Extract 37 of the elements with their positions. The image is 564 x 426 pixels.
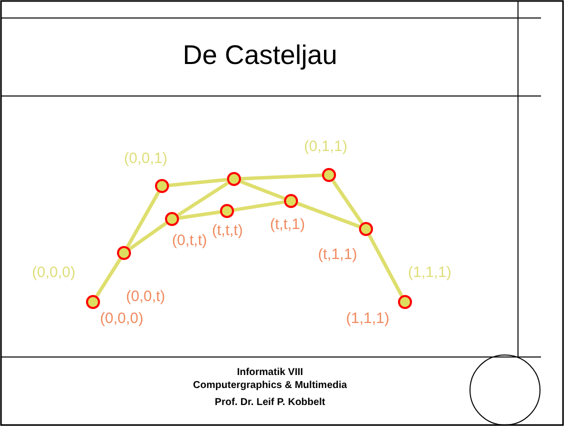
- control-point: [220, 204, 234, 218]
- control-point: [155, 179, 169, 193]
- control-point: [117, 246, 131, 260]
- point-label: (t,t,t): [212, 222, 243, 239]
- control-point: [165, 212, 179, 226]
- polygon-segment: [332, 180, 364, 224]
- control-point: [359, 222, 373, 236]
- footer-text: Prof. Dr. Leif P. Kobbelt: [214, 397, 326, 409]
- point-label: (t,t,1): [270, 216, 306, 233]
- control-point: [398, 295, 412, 309]
- polygon-segment: [178, 210, 220, 220]
- control-point: [322, 168, 336, 182]
- point-label: (1,1,1): [346, 310, 390, 327]
- polygon-segment: [95, 258, 122, 298]
- polygon-segment: [234, 200, 284, 212]
- point-label: (1,1,1): [408, 264, 452, 281]
- polygon-segment: [296, 202, 360, 228]
- footer-text: Computergraphics & Multimedia: [192, 380, 348, 392]
- control-point: [284, 194, 298, 208]
- polygon-segment: [128, 222, 168, 250]
- polygon-segment: [168, 178, 228, 188]
- footer-text: Informatik VIII: [236, 367, 304, 379]
- polygon-segment: [176, 181, 230, 217]
- polygon-segment: [368, 234, 404, 297]
- polygon-segment: [126, 191, 160, 248]
- slide-title: De Casteljau: [182, 40, 338, 71]
- point-label: (0,0,t): [126, 288, 166, 305]
- point-label: (0,t,t): [172, 232, 208, 249]
- point-label: (0,1,1): [304, 138, 348, 155]
- control-point: [227, 172, 241, 186]
- control-point: [86, 295, 100, 309]
- point-label: (0,0,0): [32, 264, 76, 281]
- point-label: (0,0,0): [100, 310, 144, 327]
- polygon-segment: [240, 180, 286, 200]
- point-label: (t,1,1): [318, 246, 358, 263]
- point-label: (0,0,1): [124, 150, 168, 167]
- polygon-segment: [240, 174, 322, 180]
